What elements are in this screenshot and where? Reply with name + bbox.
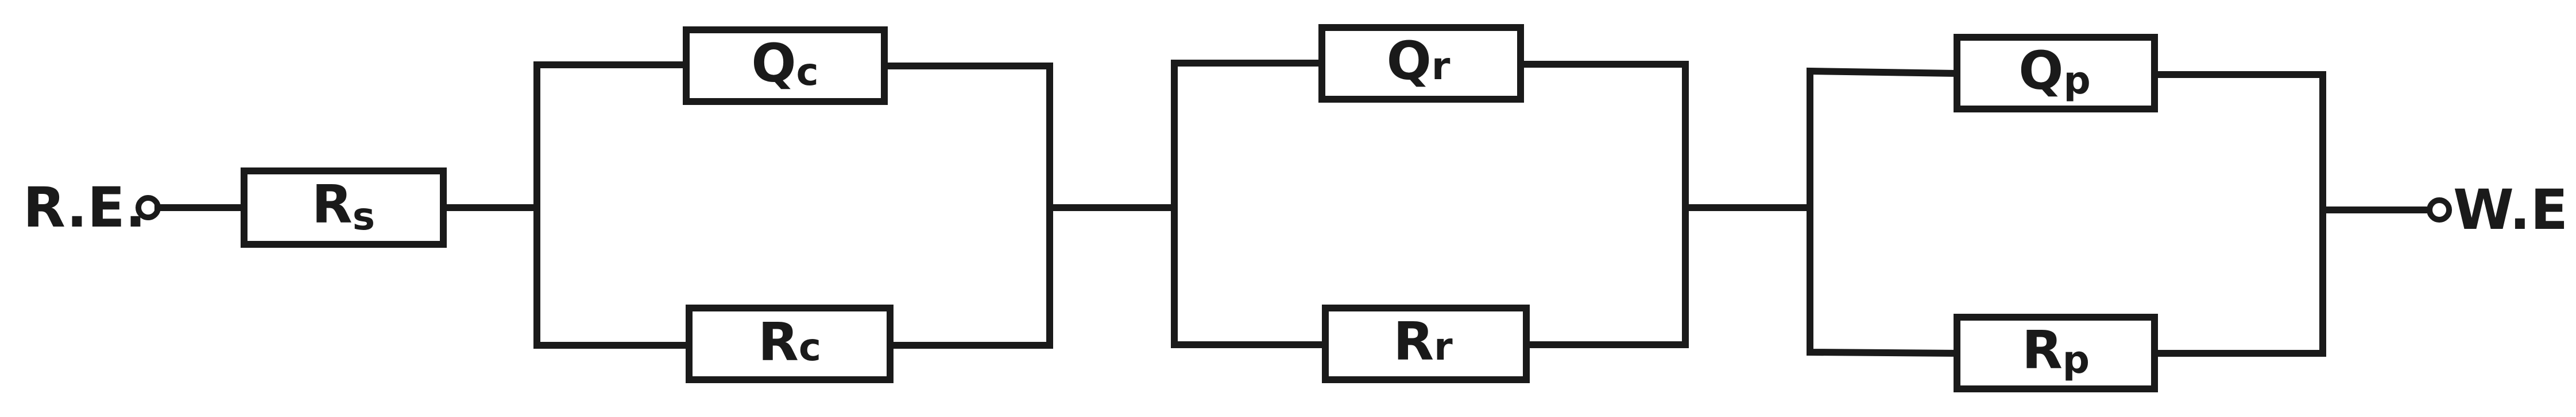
cpe-qc-box xyxy=(683,26,888,105)
block1-right-rail xyxy=(881,63,1053,349)
resistor-rp-label: Rp xyxy=(2022,319,2090,382)
cpe-qc-label: Qc xyxy=(751,33,818,94)
cpe-qr-label: Qr xyxy=(1387,30,1451,92)
block3-left-rail xyxy=(1807,67,1961,357)
terminal-node-right xyxy=(2427,197,2452,223)
parallel-block-pore: Qp Rp xyxy=(1807,34,2326,392)
resistor-rs-label: Rs xyxy=(312,174,375,239)
resistor-rp-box xyxy=(1954,314,2158,392)
cpe-qp-label: Qp xyxy=(2018,40,2090,103)
cpe-qp-box xyxy=(1954,34,2158,112)
resistor-rc-box xyxy=(686,305,894,383)
block1-left-rail xyxy=(533,61,693,349)
resistor-rr-box xyxy=(1322,305,1530,383)
resistor-rs: Rs xyxy=(241,167,447,248)
resistor-rr-label: Rr xyxy=(1393,311,1453,372)
terminal-label-right: W.E xyxy=(2453,178,2568,242)
terminal-label-left: R.E. xyxy=(23,176,146,240)
block3-right-rail xyxy=(2151,71,2326,357)
cpe-qr-box xyxy=(1318,24,1524,103)
parallel-block-rust: Qr Rr xyxy=(1171,24,1689,383)
block2-right-rail xyxy=(1517,61,1689,348)
block2-left-rail xyxy=(1171,60,1329,348)
resistor-rs-box xyxy=(241,167,447,248)
parallel-block-coating: Qc Rc xyxy=(533,26,1053,383)
resistor-rc-label: Rc xyxy=(758,311,821,373)
